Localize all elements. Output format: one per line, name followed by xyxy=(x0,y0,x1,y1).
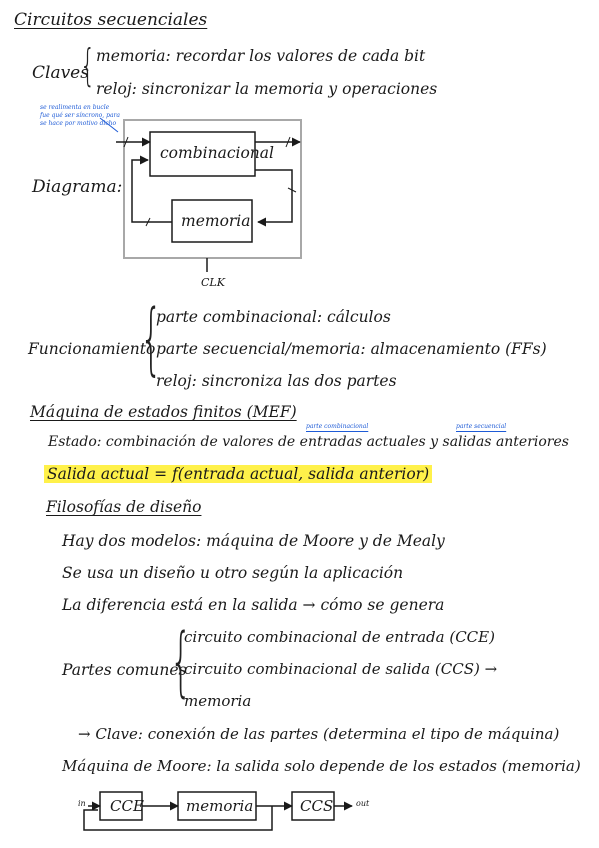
moore-block-cce: CCE xyxy=(110,797,144,815)
mef-small-label-2: parte secuencial xyxy=(456,423,507,430)
mef-estado: Estado: combinación de valores de entrad… xyxy=(48,434,569,450)
funcionamiento-item-1: parte combinacional: cálculos xyxy=(156,308,391,326)
note-line-2: fue qué ser síncrono, para xyxy=(40,112,120,119)
funcionamiento-item-2: parte secuencial/memoria: almacenamiento… xyxy=(156,340,547,358)
partes-item-3: memoria xyxy=(184,692,252,710)
diagrama-label: Diagrama: xyxy=(32,177,123,197)
mef-small-label-1: parte combinacional xyxy=(306,423,369,430)
page-title: Circuitos secuenciales xyxy=(14,10,208,30)
funcionamiento-label: Funcionamiento xyxy=(28,340,156,358)
block-combinacional: combinacional xyxy=(160,144,274,162)
partes-brace: { xyxy=(170,616,192,705)
note-line-1: se realimenta en bucle xyxy=(40,104,110,111)
mef-clave: → Clave: conexión de las partes (determi… xyxy=(78,725,560,743)
mef-moore: Máquina de Moore: la salida solo depende… xyxy=(62,757,581,775)
mef-line-3: La diferencia está en la salida → cómo s… xyxy=(62,596,445,614)
claves-label: Claves xyxy=(32,63,89,83)
claves-brace: { xyxy=(80,40,96,91)
claves-item-memoria: memoria: recordar los valores de cada bi… xyxy=(96,47,426,65)
mef-highlight: Salida actual = f(entrada actual, salida… xyxy=(44,465,433,483)
mef-line-1: Hay dos modelos: máquina de Moore y de M… xyxy=(62,532,445,550)
partes-item-1: circuito combinacional de entrada (CCE) xyxy=(184,628,495,646)
mef-line-2: Se usa un diseño u otro según la aplicac… xyxy=(62,564,404,582)
moore-block-memoria: memoria xyxy=(186,797,254,815)
funcionamiento-brace: { xyxy=(140,294,163,384)
moore-block-ccs: CCS xyxy=(300,797,334,815)
claves-item-reloj: reloj: sincronizar la memoria y operacio… xyxy=(96,80,438,98)
partes-item-2: circuito combinacional de salida (CCS) → xyxy=(184,660,498,678)
filosofias-title: Filosofías de diseño xyxy=(46,498,202,516)
funcionamiento-item-3: reloj: sincroniza las dos partes xyxy=(156,372,397,390)
clk-label: CLK xyxy=(201,276,225,289)
moore-in-label: in xyxy=(78,799,86,808)
note-line-3: se hace por motivo dicho xyxy=(40,120,117,127)
mef-title: Máquina de estados finitos (MEF) xyxy=(30,403,297,421)
block-memoria: memoria xyxy=(181,212,251,230)
partes-label: Partes comunes xyxy=(62,661,187,679)
moore-out-label: out xyxy=(356,799,370,808)
